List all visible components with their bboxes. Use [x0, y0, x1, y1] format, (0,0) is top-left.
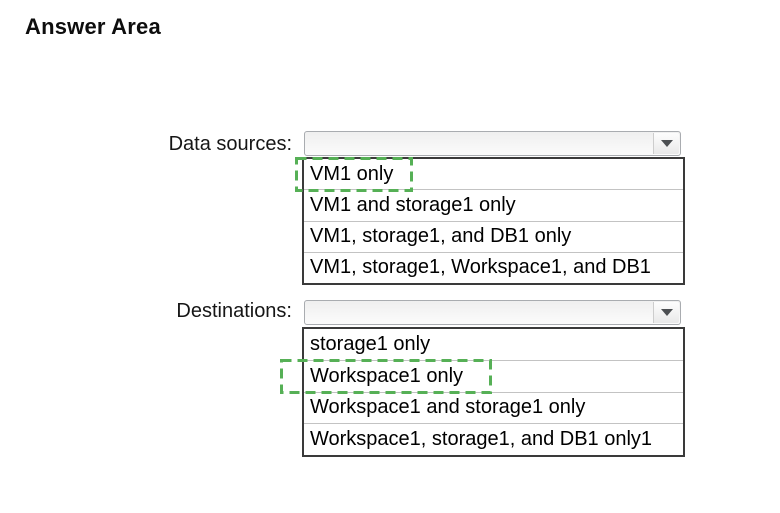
- dropdown-option[interactable]: Workspace1 and storage1 only: [304, 391, 683, 424]
- destinations-listbox: storage1 only Workspace1 only Workspace1…: [302, 327, 685, 457]
- destinations-label: Destinations:: [176, 300, 292, 322]
- data-sources-label: Data sources:: [168, 133, 292, 155]
- dropdown-option[interactable]: VM1 and storage1 only: [304, 189, 683, 220]
- dropdown-option[interactable]: VM1, storage1, Workspace1, and DB1: [304, 251, 683, 283]
- data-sources-combobox[interactable]: [304, 131, 681, 156]
- dropdown-option[interactable]: VM1, storage1, and DB1 only: [304, 220, 683, 252]
- dropdown-option[interactable]: Workspace1 only: [304, 359, 683, 392]
- dropdown-option[interactable]: VM1 only: [310, 162, 394, 185]
- data-sources-dropdown-button[interactable]: [653, 133, 679, 154]
- answer-area-title: Answer Area: [25, 14, 161, 39]
- destinations-combobox[interactable]: [304, 300, 681, 325]
- chevron-down-icon: [660, 140, 673, 147]
- data-sources-listbox: VM1 only VM1 and storage1 only VM1, stor…: [302, 157, 685, 285]
- dropdown-option[interactable]: storage1 only: [310, 332, 431, 355]
- destinations-dropdown-button[interactable]: [653, 302, 679, 323]
- chevron-down-icon: [660, 309, 673, 316]
- dropdown-option[interactable]: Workspace1, storage1, and DB1 only1: [304, 423, 683, 455]
